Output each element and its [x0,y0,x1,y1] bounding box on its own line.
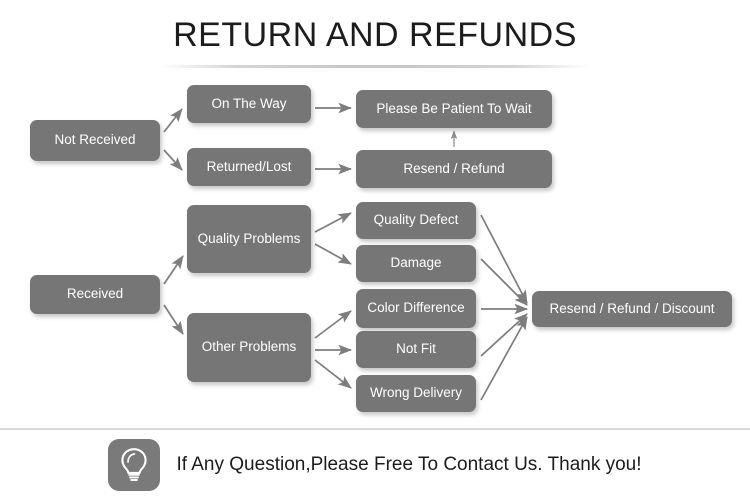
footer: If Any Question,Please Free To Contact U… [0,430,750,500]
node-quality-problems[interactable]: Quality Problems [187,205,311,273]
node-label: Not Fit [396,341,436,357]
node-label: Other Problems [201,339,297,355]
title-divider [160,65,590,68]
node-label: Quality Problems [197,230,301,246]
node-damage[interactable]: Damage [356,245,476,282]
node-label: Not Received [54,132,136,148]
edge-not-received-on-the-way [163,108,183,133]
node-wrong-delivery[interactable]: Wrong Delivery [356,375,476,412]
node-not-received[interactable]: Not Received [30,120,160,161]
edge-not-fit-final [480,313,528,357]
node-label: Damage [390,255,442,271]
node-color-difference[interactable]: Color Difference [356,289,476,328]
node-please-be-patient-to-wait[interactable]: Please Be Patient To Wait [356,90,552,128]
edge-other-problems-wrong [314,359,352,389]
flow-edges [163,102,529,401]
lightbulb-icon [108,439,161,491]
edge-not-received-returned-lost [163,149,183,171]
edge-damage-final [480,258,528,306]
node-label: Please Be Patient To Wait [376,100,532,116]
edge-received-other-problems [163,304,184,335]
footer-divider [0,428,750,430]
node-returned-lost[interactable]: Returned/Lost [187,148,311,186]
node-resend-refund-discount[interactable]: Resend / Refund / Discount [532,291,732,327]
lightbulb-glyph [121,448,148,481]
edge-wrong-final [480,316,528,401]
node-other-problems[interactable]: Other Problems [187,313,311,382]
page-title: RETURN AND REFUNDS [173,16,577,54]
node-not-fit[interactable]: Not Fit [356,331,476,368]
edge-other-problems-color [314,310,352,339]
node-resend-refund[interactable]: Resend / Refund [356,150,552,188]
node-label: Color Difference [367,300,465,316]
edge-quality-problems-damage [314,243,352,265]
node-label: On The Way [211,95,287,111]
edge-defect-final [480,214,528,304]
node-received[interactable]: Received [30,275,160,314]
node-label: Resend / Refund [403,160,505,176]
flow-diagram: Not Received On The Way Returned/Lost Pl… [30,85,732,412]
footer-message: If Any Question,Please Free To Contact U… [176,454,642,475]
node-quality-defect[interactable]: Quality Defect [356,202,476,239]
edge-quality-problems-defect [314,212,352,233]
edge-received-quality-problems [163,255,184,285]
node-label: Quality Defect [373,212,459,228]
node-label: Returned/Lost [206,158,292,174]
node-on-the-way[interactable]: On The Way [187,85,311,123]
node-label: Resend / Refund / Discount [549,300,715,316]
node-label: Wrong Delivery [369,385,463,401]
node-label: Received [66,286,124,302]
